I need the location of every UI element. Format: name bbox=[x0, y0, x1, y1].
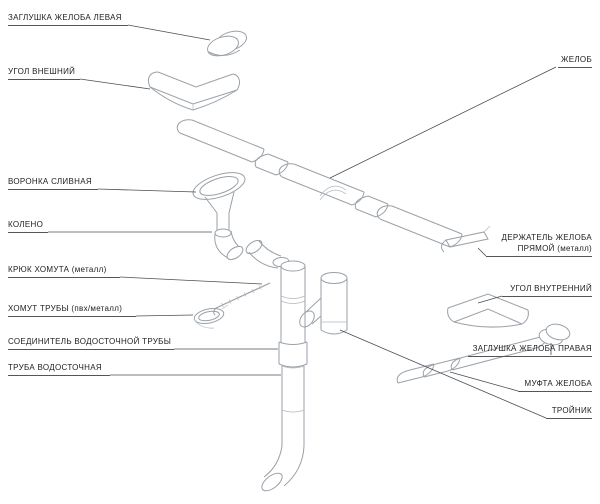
part-downpipe-drawing bbox=[261, 260, 308, 492]
label-clamp-hook: КРЮК ХОМУТА (металл) bbox=[8, 264, 120, 278]
label-tee: ТРОЙНИК bbox=[546, 405, 592, 419]
part-gutter-run-drawing bbox=[176, 119, 463, 248]
part-clamp-hook-drawing bbox=[213, 282, 271, 316]
part-elbow-drawing bbox=[214, 228, 290, 269]
label-drain-funnel: ВОРОНКА СЛИВНАЯ bbox=[8, 176, 98, 190]
part-drain-funnel-drawing bbox=[192, 172, 246, 233]
part-gutter-bracket-drawing bbox=[440, 225, 491, 253]
part-gutter-end-cap-left-drawing bbox=[207, 30, 247, 57]
label-inner-corner: УГОЛ ВНУТРЕННИЙ bbox=[502, 283, 592, 297]
label-gutter-end-cap-right: ЗАГЛУШКА ЖЕЛОБА ПРАВАЯ bbox=[468, 343, 592, 357]
part-pipe-clamp-drawing bbox=[193, 304, 229, 329]
label-downpipe: ТРУБА ВОДОСТОЧНАЯ bbox=[8, 362, 110, 376]
leader-lines bbox=[48, 24, 557, 419]
part-inner-corner-drawing bbox=[447, 293, 529, 328]
label-pipe-clamp: ХОМУТ ТРУБЫ (пвх/металл) bbox=[8, 303, 136, 317]
label-elbow: КОЛЕНО bbox=[8, 219, 48, 233]
part-outer-corner-drawing bbox=[147, 71, 241, 111]
label-gutter-bracket-straight: ДЕРЖАТЕЛЬ ЖЕЛОБА ПРЯМОЙ (металл) bbox=[486, 232, 592, 257]
label-gutter-coupling: МУФТА ЖЕЛОБА bbox=[518, 378, 592, 392]
part-lower-gutter-run-drawing bbox=[396, 323, 571, 384]
label-downpipe-connector: СОЕДИНИТЕЛЬ ВОДОСТОЧНОЙ ТРУБЫ bbox=[8, 336, 174, 350]
label-gutter-end-cap-left: ЗАГЛУШКА ЖЕЛОБА ЛЕВАЯ bbox=[8, 12, 128, 26]
label-outer-corner: УГОЛ ВНЕШНИЙ bbox=[8, 66, 80, 80]
part-tee-drawing bbox=[299, 272, 348, 335]
label-gutter: ЖЕЛОБ bbox=[558, 54, 592, 68]
